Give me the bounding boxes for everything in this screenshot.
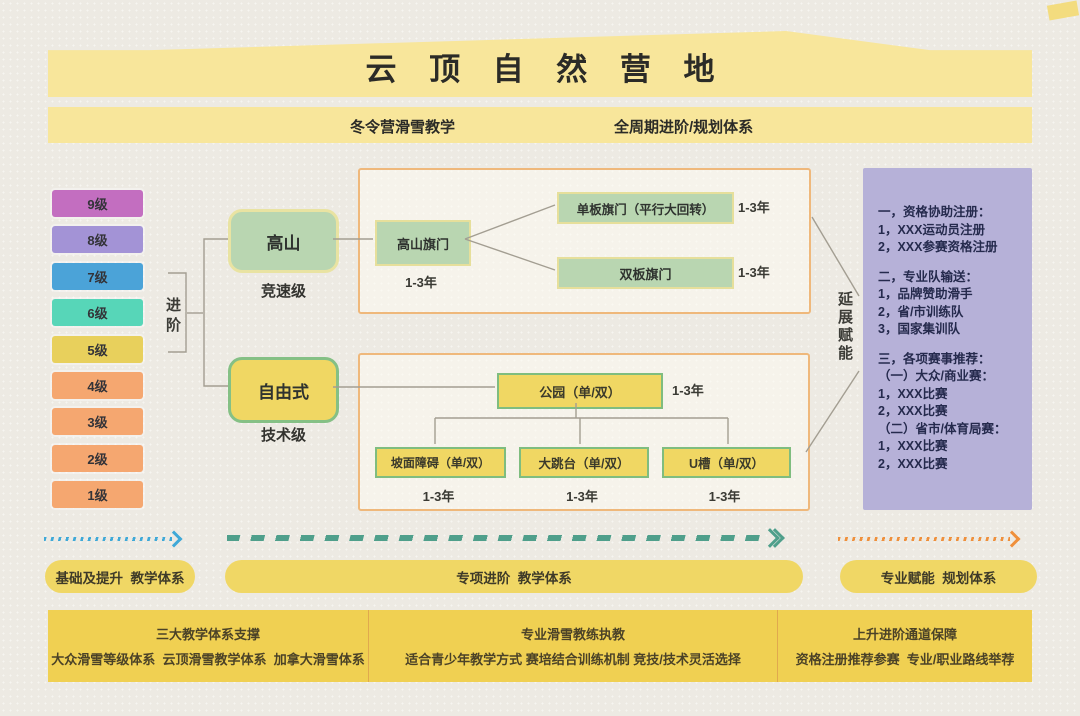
outer-bracket [203, 238, 228, 387]
extension-label: 延展赋能 [836, 291, 853, 363]
ski-gates-duration: 1-3年 [738, 265, 770, 280]
big-air-duration: 1-3年 [566, 489, 598, 504]
progression-label: 进阶 [164, 297, 181, 337]
level-badge-1: 1级 [52, 481, 143, 508]
alpine-panel: 高山旗门 1-3年 单板旗门（平行大回转） 1-3年 双板旗门 1-3年 [358, 168, 811, 314]
stage-pill-professional: 专业赋能 规划体系 [840, 560, 1037, 593]
arrowhead-icon [1003, 530, 1021, 548]
arrowhead-icon [165, 530, 183, 548]
alpine-gates-duration: 1-3年 [405, 275, 437, 290]
slopestyle-duration: 1-3年 [422, 489, 455, 504]
halfpipe-box: U槽（单/双） [662, 447, 791, 478]
extension-line: 2，XXX比赛 [878, 404, 948, 418]
level-badge-4: 4级 [52, 371, 143, 399]
subtitle-left: 冬令营滑雪教学 [350, 119, 456, 136]
level-ladder: 9级 8级 7级 6级 5级 4级 3级 2级 1级 [52, 190, 143, 508]
footer-heading: 上升进阶通道保障 [852, 627, 957, 642]
footer-col-teaching-systems: 三大教学体系支撑 大众滑雪等级体系 云顶滑雪教学体系 加拿大滑雪体系 [48, 610, 368, 682]
freestyle-to-extension-line [805, 370, 860, 453]
arrow-body [227, 535, 767, 541]
level-badge-9: 9级 [52, 190, 143, 217]
level-badge-8: 8级 [52, 226, 143, 254]
extension-line: 1，品牌赞助滑手 [878, 287, 973, 301]
extension-line: 2，XXX比赛 [878, 456, 948, 471]
park-box: 公园（单/双） [497, 373, 663, 409]
freestyle-tier-label: 技术级 [260, 427, 306, 444]
extension-line: （一）大众/商业赛： [878, 369, 994, 383]
alpine-gates-box: 高山旗门 [375, 220, 471, 266]
alpine-to-extension-line [811, 216, 860, 297]
extension-line: 3，国家集训队 [878, 322, 960, 336]
snowboard-gates-duration: 1-3年 [738, 200, 770, 215]
extension-line: （二）省市/体育局赛： [878, 421, 1007, 436]
page-title: 云 顶 自 然 营 地 [365, 52, 727, 87]
professional-stage-arrow [838, 530, 1021, 548]
alpine-tier-label: 竞速级 [260, 283, 306, 300]
title-banner: 云 顶 自 然 营 地 [48, 31, 1032, 97]
tape-decoration [1046, 0, 1080, 21]
extension-line: 2，省/市训练队 [878, 304, 964, 319]
advanced-stage-arrow [227, 528, 785, 548]
extension-line: 2，XXX参赛资格注册 [878, 240, 998, 254]
footer-bar: 三大教学体系支撑 大众滑雪等级体系 云顶滑雪教学体系 加拿大滑雪体系 专业滑雪教… [48, 610, 1032, 682]
arrow-body [838, 537, 1010, 541]
freestyle-node: 自由式 [228, 357, 339, 423]
level-badge-5: 5级 [52, 335, 143, 363]
extension-gap [878, 257, 1032, 269]
arrow-body [44, 537, 172, 541]
extension-gap [878, 339, 1032, 351]
extension-line: 1，XXX比赛 [878, 386, 948, 401]
level-badge-3: 3级 [52, 408, 143, 436]
level-badge-7: 7级 [52, 262, 143, 290]
level-badge-6: 6级 [52, 299, 143, 327]
slopestyle-box: 坡面障碍（单/双） [375, 447, 506, 478]
footer-detail: 适合青少年教学方式 赛培结合训练机制 竞技/技术灵活选择 [405, 652, 741, 667]
footer-detail: 大众滑雪等级体系 云顶滑雪教学体系 加拿大滑雪体系 [51, 652, 365, 667]
footer-col-pathway: 上升进阶通道保障 资格注册推荐参赛 专业/职业路线举荐 [778, 610, 1032, 682]
extension-line: 1，XXX运动员注册 [878, 222, 985, 237]
stage-pill-advanced: 专项进阶 教学体系 [225, 560, 803, 593]
subtitle-right: 全周期进阶/规划体系 [614, 119, 754, 136]
snowboard-gates-box: 单板旗门（平行大回转） [557, 192, 734, 224]
extension-line: 二，专业队输送： [878, 269, 979, 284]
basic-stage-arrow [44, 530, 183, 548]
footer-detail: 资格注册推荐参赛 专业/职业路线举荐 [795, 652, 1015, 667]
alpine-node: 高山 [228, 209, 339, 273]
freestyle-panel: 公园（单/双） 1-3年 坡面障碍（单/双） 大跳台（单/双） U槽（单/双） … [358, 353, 810, 511]
stage-pill-basic: 基础及提升 教学体系 [45, 560, 195, 593]
extension-line: 1，XXX比赛 [878, 439, 948, 453]
ski-gates-box: 双板旗门 [557, 257, 734, 289]
halfpipe-duration: 1-3年 [708, 489, 741, 504]
level-badge-2: 2级 [52, 444, 143, 472]
big-air-box: 大跳台（单/双） [519, 447, 649, 478]
subtitle-banner: 冬令营滑雪教学 全周期进阶/规划体系 [48, 107, 1032, 143]
extension-line: 一，资格协助注册： [878, 205, 991, 219]
park-duration: 1-3年 [672, 383, 704, 398]
extension-line: 三，各项赛事推荐： [878, 351, 991, 366]
footer-col-coaches: 专业滑雪教练执教 适合青少年教学方式 赛培结合训练机制 竞技/技术灵活选择 [368, 610, 778, 682]
footer-heading: 专业滑雪教练执教 [520, 627, 625, 642]
extension-detail-box: 一，资格协助注册： 1，XXX运动员注册 2，XXX参赛资格注册 二，专业队输送… [863, 168, 1032, 510]
footer-heading: 三大教学体系支撑 [155, 627, 260, 642]
